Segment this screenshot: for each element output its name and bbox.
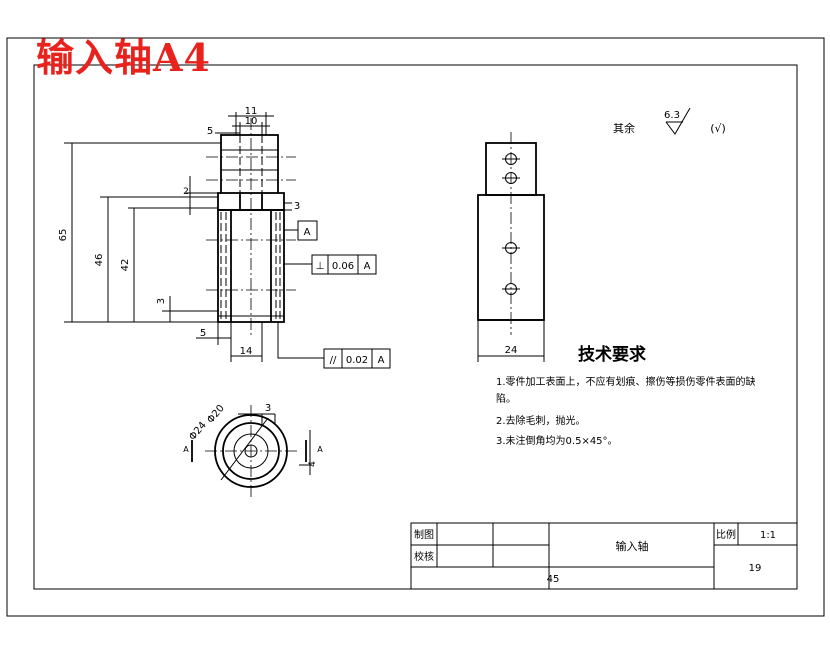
- dim-42: 42: [120, 259, 131, 272]
- requirement-2: 2.去除毛刺，抛光。: [496, 414, 586, 427]
- requirement-3: 3.未注倒角均为0.5×45°。: [496, 434, 618, 447]
- roughness-value: 6.3: [664, 110, 680, 121]
- inner-border: [33, 64, 798, 590]
- para-value: 0.02: [346, 355, 368, 366]
- drawing-title: 输入轴A4: [36, 35, 211, 80]
- dim-2: 2: [183, 187, 189, 197]
- roughness-label: 其余: [613, 121, 635, 135]
- para-datum: A: [378, 355, 385, 366]
- perp-symbol: ⊥: [316, 261, 325, 272]
- dim-14: 14: [240, 346, 253, 357]
- checked-label: 校核: [414, 550, 434, 563]
- requirement-1-cont: 陷。: [496, 392, 516, 405]
- para-symbol: //: [330, 355, 337, 366]
- dim-phi24: Φ24: [187, 420, 209, 443]
- dim-3-left: 3: [156, 298, 167, 304]
- material: 45: [547, 574, 560, 585]
- scale-label: 比例: [716, 528, 736, 541]
- scale-value: 1:1: [760, 530, 776, 541]
- roughness-paren: (√): [710, 122, 726, 135]
- section-label-right: A: [317, 445, 323, 454]
- drawing-number: 19: [749, 563, 762, 574]
- dim-11: 11: [245, 106, 258, 117]
- dim-phi20: Φ20: [205, 403, 227, 426]
- side-view: [477, 132, 545, 362]
- dim-3-right: 3: [294, 201, 300, 212]
- datum-a-label: A: [304, 227, 311, 238]
- section-label-left: A: [183, 445, 189, 454]
- dim-65: 65: [58, 229, 69, 242]
- dim-5-bottom: 5: [200, 328, 206, 339]
- drawn-label: 制图: [414, 528, 434, 541]
- requirement-1: 1.零件加工表面上，不应有划痕、擦伤等损伤零件表面的缺: [496, 375, 756, 388]
- part-name: 输入轴: [616, 539, 649, 553]
- dim-4: 4: [308, 461, 318, 467]
- roughness-symbol: [665, 107, 691, 135]
- requirements-title: 技术要求: [578, 344, 646, 365]
- title-block: [410, 522, 798, 590]
- dim-10: 10: [245, 116, 258, 127]
- dim-5-top: 5: [207, 126, 213, 137]
- front-view-dimensions: [64, 112, 391, 369]
- dim-3-section: 3: [265, 403, 271, 414]
- dim-46: 46: [94, 254, 105, 267]
- front-view: [206, 118, 296, 338]
- section-view: [191, 405, 312, 497]
- perp-datum: A: [364, 261, 371, 272]
- perp-value: 0.06: [332, 261, 354, 272]
- outer-border: [6, 37, 825, 617]
- dim-24: 24: [505, 345, 518, 356]
